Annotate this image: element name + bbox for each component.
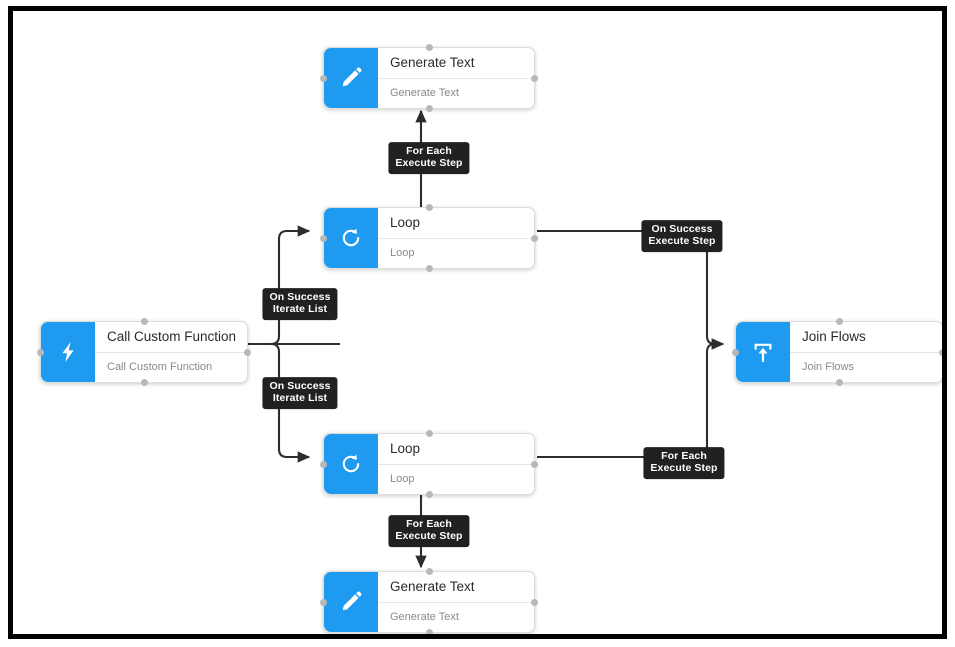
edge-label-line1: On Success xyxy=(651,223,713,236)
node-loop-bottom[interactable]: Loop Loop xyxy=(320,430,538,498)
diagram-frame: Generate Text Generate Text Loop xyxy=(8,6,947,639)
pencil-icon xyxy=(324,48,378,108)
edge-label-line1: For Each xyxy=(406,145,452,158)
port-left[interactable] xyxy=(320,598,327,606)
edge-label-line1: On Success xyxy=(269,291,331,304)
port-right[interactable] xyxy=(939,348,942,356)
port-bottom[interactable] xyxy=(425,491,433,498)
port-right[interactable] xyxy=(244,348,251,356)
port-top[interactable] xyxy=(140,318,148,325)
port-top[interactable] xyxy=(835,318,843,325)
port-right[interactable] xyxy=(531,598,538,606)
node-generate-text-top[interactable]: Generate Text Generate Text xyxy=(320,44,538,112)
port-right[interactable] xyxy=(531,74,538,82)
port-top[interactable] xyxy=(425,430,433,437)
edge-label-line2: Execute Step xyxy=(395,530,463,543)
port-top[interactable] xyxy=(425,44,433,51)
port-top[interactable] xyxy=(425,204,433,211)
edge-label-line1: On Success xyxy=(269,380,331,393)
edge-label-line2: Execute Step xyxy=(650,462,718,475)
edge-label-line1: For Each xyxy=(406,518,452,531)
node-generate-text-bottom[interactable]: Generate Text Generate Text xyxy=(320,568,538,634)
port-left[interactable] xyxy=(320,74,327,82)
edge-label-on-success-iterate-list-upper[interactable]: On Success Iterate List xyxy=(262,288,338,320)
port-right[interactable] xyxy=(531,234,538,242)
node-join-flows[interactable]: Join Flows Join Flows xyxy=(732,318,942,386)
node-subtitle: Generate Text xyxy=(390,611,459,624)
edge-path-loop-bottom-to-join-flows xyxy=(537,338,725,459)
edge-label-line2: Iterate List xyxy=(272,392,328,405)
edge-label-for-each-execute-step-top[interactable]: For Each Execute Step xyxy=(388,142,470,174)
port-left[interactable] xyxy=(320,460,327,468)
node-subtitle: Generate Text xyxy=(390,87,459,100)
node-subtitle: Join Flows xyxy=(802,361,854,374)
edge-label-for-each-execute-step-right[interactable]: For Each Execute Step xyxy=(643,447,725,479)
node-title: Call Custom Function xyxy=(95,322,247,353)
edge-label-on-success-execute-step[interactable]: On Success Execute Step xyxy=(641,220,723,252)
edge-label-line2: Execute Step xyxy=(648,235,716,248)
node-title: Loop xyxy=(378,208,534,239)
port-left[interactable] xyxy=(320,234,327,242)
port-right[interactable] xyxy=(531,460,538,468)
node-subtitle: Call Custom Function xyxy=(107,361,213,374)
node-subtitle: Loop xyxy=(390,473,415,486)
port-top[interactable] xyxy=(425,568,433,575)
node-call-custom-function[interactable]: Call Custom Function Call Custom Functio… xyxy=(37,318,251,386)
flow-canvas[interactable]: Generate Text Generate Text Loop xyxy=(13,11,942,634)
port-bottom[interactable] xyxy=(140,379,148,386)
loop-refresh-icon xyxy=(324,434,378,494)
port-left[interactable] xyxy=(732,348,739,356)
port-bottom[interactable] xyxy=(425,265,433,272)
edge-label-line2: Iterate List xyxy=(272,303,328,316)
port-bottom[interactable] xyxy=(425,629,433,634)
edge-label-line2: Execute Step xyxy=(395,157,463,170)
port-bottom[interactable] xyxy=(835,379,843,386)
node-subtitle: Loop xyxy=(390,247,415,260)
node-title: Loop xyxy=(378,434,534,465)
port-bottom[interactable] xyxy=(425,105,433,112)
node-title: Join Flows xyxy=(790,322,942,353)
node-title: Generate Text xyxy=(378,572,534,603)
node-loop-top[interactable]: Loop Loop xyxy=(320,204,538,272)
port-left[interactable] xyxy=(37,348,44,356)
pencil-icon xyxy=(324,572,378,632)
edge-label-line1: For Each xyxy=(661,450,707,463)
node-title: Generate Text xyxy=(378,48,534,79)
lightning-bolt-icon xyxy=(41,322,95,382)
join-arrow-up-icon xyxy=(736,322,790,382)
loop-refresh-icon xyxy=(324,208,378,268)
edge-label-for-each-execute-step-bottom[interactable]: For Each Execute Step xyxy=(388,515,470,547)
edge-label-on-success-iterate-list-lower[interactable]: On Success Iterate List xyxy=(262,377,338,409)
